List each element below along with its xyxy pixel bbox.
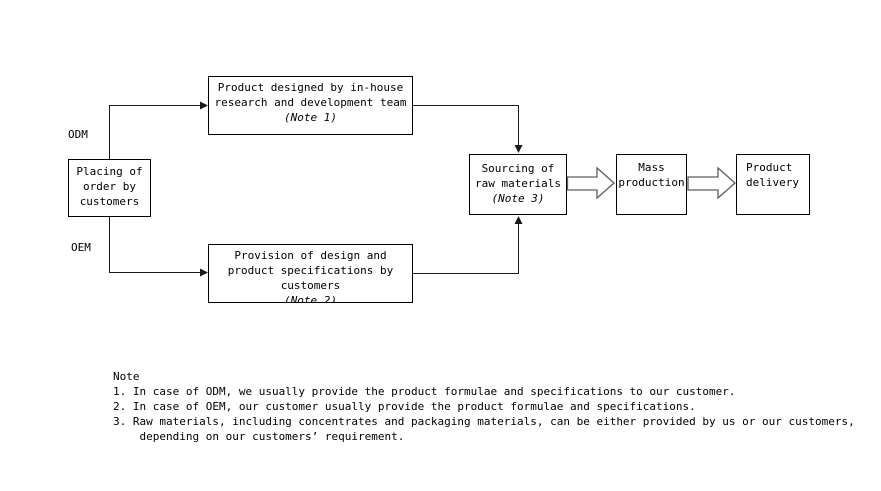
note-item: 3. Raw materials, including concentrates…	[113, 415, 855, 428]
box-line: customers	[79, 195, 140, 208]
box-line: production	[618, 176, 685, 189]
box-line: Sourcing of	[481, 162, 555, 175]
odm-label: ODM	[68, 128, 88, 141]
mass-to-delivery-block-arrow	[687, 166, 736, 200]
note-item: 1. In case of ODM, we usually provide th…	[113, 385, 736, 398]
oem-connector-arrow	[109, 217, 208, 277]
box-line: order by	[83, 180, 136, 193]
box-line: research and development team	[214, 96, 407, 109]
box-line: raw materials	[474, 177, 562, 190]
box-note-reference: (Note 3)	[491, 192, 545, 205]
box-line: product specifications by	[227, 264, 394, 277]
box-line: delivery	[746, 176, 799, 189]
notes-title: Note	[113, 370, 140, 383]
box-mass-production: Mass production	[616, 154, 687, 215]
box-line: Placing of	[76, 165, 143, 178]
note-item: 2. In case of OEM, our customer usually …	[113, 400, 696, 413]
box-provision-specifications: Provision of design and product specific…	[208, 244, 413, 303]
box-line: Product designed by in-house	[217, 81, 404, 94]
box-product-delivery: Product delivery	[736, 154, 810, 215]
box-line: Product	[746, 161, 793, 174]
sourcing-to-mass-block-arrow	[566, 166, 615, 200]
box-line: customers	[280, 279, 341, 292]
box-note-reference: (Note 1)	[284, 111, 337, 124]
notes-section: Note 1. In case of ODM, we usually provi…	[113, 369, 855, 444]
oem-label: OEM	[71, 241, 91, 254]
note-item: depending on our customers’ requirement.	[113, 430, 405, 443]
box-note-reference: (Note 2)	[284, 294, 337, 303]
box-placing-order: Placing of order by customers	[68, 159, 151, 217]
box-line: Mass	[638, 161, 665, 174]
box-product-designed: Product designed by in-house research an…	[208, 76, 413, 135]
designed-to-sourcing-arrow	[413, 105, 523, 153]
provision-to-sourcing-arrow	[413, 216, 523, 274]
box-line: Provision of design and	[234, 249, 387, 262]
box-sourcing-raw-materials: Sourcing of raw materials (Note 3)	[469, 154, 567, 215]
odm-connector-arrow	[109, 101, 208, 159]
